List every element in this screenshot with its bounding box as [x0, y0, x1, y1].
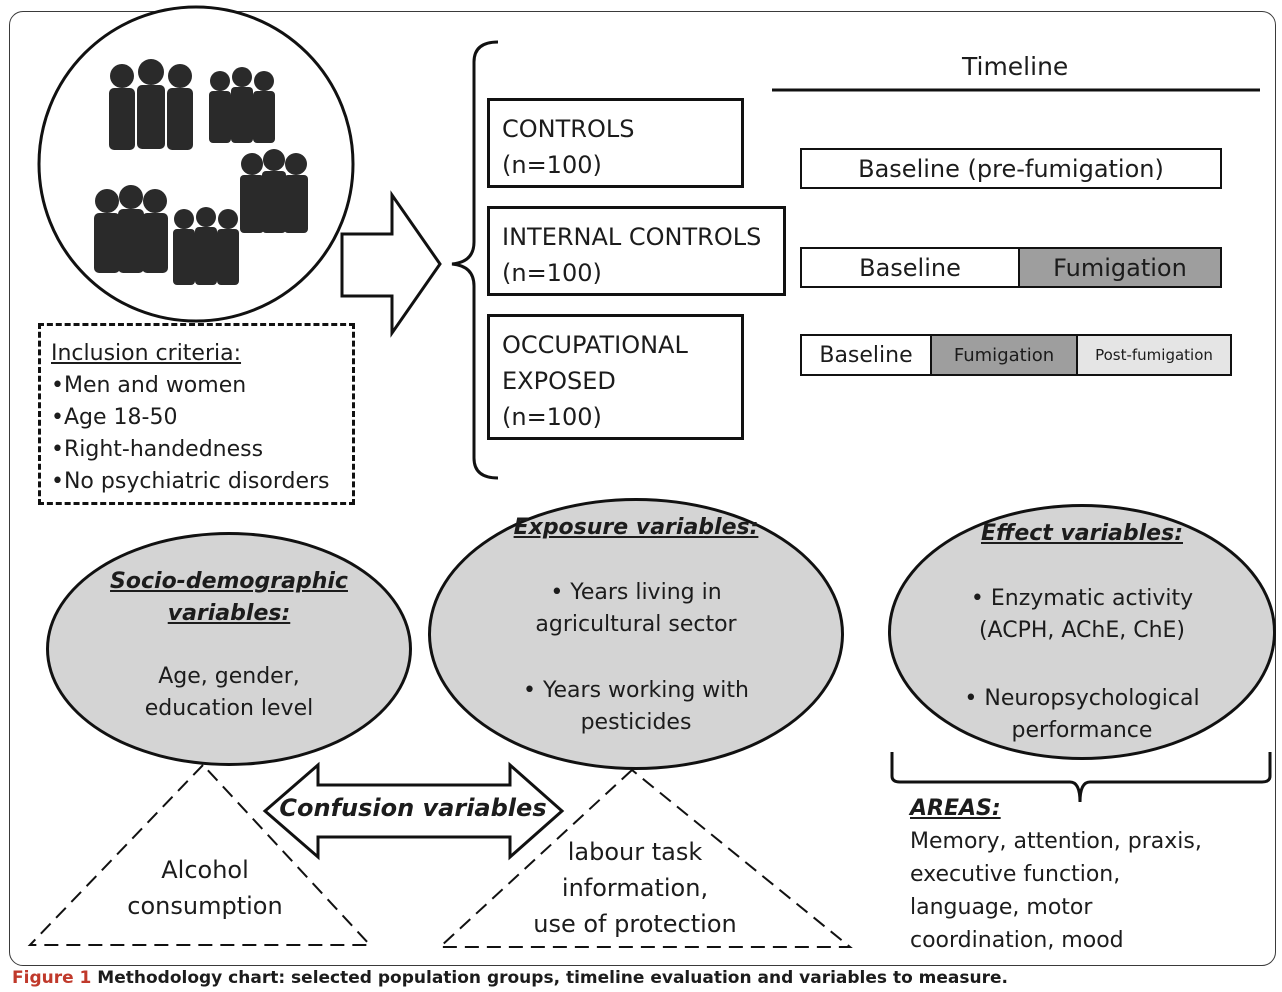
sociodemographic-title: Socio-demographic [110, 569, 348, 594]
timeline-baseline: Baseline [819, 342, 913, 368]
timeline-baseline-pre: Baseline (pre-fumigation) [858, 154, 1164, 183]
inclusion-item: •Men and women [51, 373, 247, 398]
people-group-icon [94, 59, 308, 285]
sociodemographic-ellipse: Socio-demographic variables: Age, gender… [46, 532, 412, 766]
areas-line: coordination, mood [910, 928, 1124, 953]
group-count: (n=100) [502, 259, 602, 287]
effect-item: (ACPH, AChE, ChE) [978, 618, 1186, 643]
timeline-row-occupational: Baseline Fumigation Post-fumigation [800, 334, 1232, 376]
inclusion-criteria-box: Inclusion criteria: •Men and women •Age … [38, 323, 355, 505]
inclusion-item: •Age 18-50 [51, 405, 178, 430]
group-brace [451, 40, 499, 480]
timeline-row-controls: Baseline (pre-fumigation) [800, 148, 1222, 189]
group-label: OCCUPATIONAL [502, 331, 688, 359]
exposure-item: agricultural sector [535, 612, 737, 637]
double-arrow-icon [262, 761, 565, 861]
group-label: INTERNAL CONTROLS [502, 223, 762, 251]
sociodemographic-text-2: education level [144, 696, 314, 721]
alcohol-triangle [27, 763, 373, 946]
group-box-internal-controls: INTERNAL CONTROLS (n=100) [487, 206, 786, 296]
group-label-2: EXPOSED [502, 367, 616, 395]
exposure-item: • Years working with [523, 678, 749, 703]
alcohol-text: Alcohol consumption [80, 852, 330, 924]
effect-title: Effect variables: [980, 521, 1183, 546]
caption-label: Figure 1 [12, 968, 92, 988]
timeline-post-fumigation: Post-fumigation [1076, 336, 1230, 374]
right-arrow-icon [340, 190, 442, 338]
labour-line-3: use of protection [533, 910, 737, 938]
inclusion-item: •No psychiatric disorders [51, 469, 330, 494]
timeline-baseline: Baseline [859, 253, 961, 282]
group-box-occupational-exposed: OCCUPATIONAL EXPOSED (n=100) [487, 314, 744, 440]
effect-item: performance [1011, 718, 1153, 743]
sociodemographic-title-2: variables: [167, 601, 291, 626]
confusion-label: Confusion variables [279, 794, 547, 822]
areas-line: Memory, attention, praxis, [910, 829, 1202, 854]
timeline-fumigation: Fumigation [1018, 249, 1220, 286]
labour-line: labour task [567, 838, 703, 866]
group-count: (n=100) [502, 151, 602, 179]
timeline-title: Timeline [962, 52, 1069, 81]
sociodemographic-text: Age, gender, [158, 664, 300, 689]
exposure-item: • Years living in [550, 580, 722, 605]
effect-ellipse: Effect variables: • Enzymatic activity (… [888, 504, 1276, 760]
figure-caption: Figure 1 Methodology chart: selected pop… [12, 968, 1008, 988]
group-label: CONTROLS [502, 115, 635, 143]
exposure-item: pesticides [580, 710, 692, 735]
figure-frame [9, 11, 1276, 966]
group-count: (n=100) [502, 403, 602, 431]
alcohol-line-2: consumption [127, 892, 283, 920]
exposure-ellipse: Exposure variables: • Years living in ag… [428, 498, 844, 770]
effect-item: • Enzymatic activity [970, 586, 1194, 611]
inclusion-item: •Right-handedness [51, 437, 264, 462]
effect-item: • Neuropsychological [964, 686, 1200, 711]
labour-text: labour task information, use of protecti… [490, 834, 780, 942]
caption-text: Methodology chart: selected population g… [97, 968, 1008, 988]
alcohol-line: Alcohol [161, 856, 249, 884]
timeline-row-internal: Baseline Fumigation [800, 247, 1222, 288]
areas-line: language, motor [910, 895, 1093, 920]
areas-brace [890, 752, 1272, 803]
areas-block: AREAS: Memory, attention, praxis, execut… [910, 792, 1250, 957]
group-box-controls: CONTROLS (n=100) [487, 98, 744, 188]
areas-line: executive function, [910, 862, 1121, 887]
areas-title: AREAS: [910, 796, 1001, 821]
exposure-title: Exposure variables: [513, 515, 759, 540]
inclusion-title: Inclusion criteria: [51, 341, 242, 366]
timeline-fumigation: Fumigation [930, 336, 1076, 374]
labour-line-2: information, [561, 874, 709, 902]
labour-triangle [437, 768, 853, 948]
